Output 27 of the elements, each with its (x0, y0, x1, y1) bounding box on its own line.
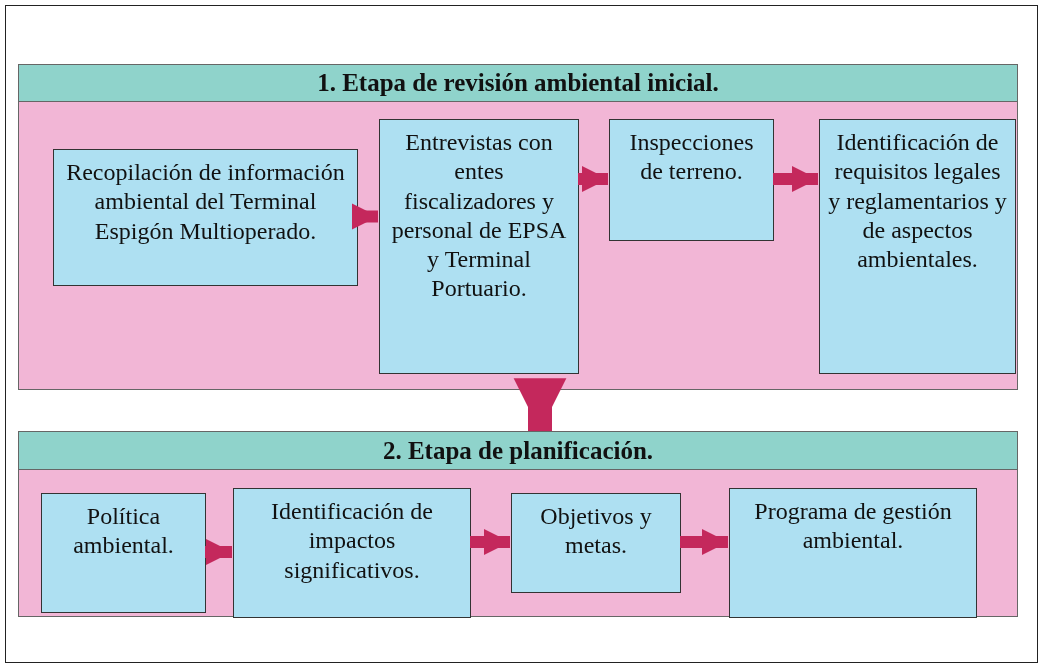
box-text: Entrevistas con entes fiscalizadores y personal de EPSA y Terminal Portuario. (390, 128, 568, 304)
box-text: Identificación de impactos significativos. (270, 497, 434, 585)
stage-panel (18, 431, 1018, 617)
box-text: Programa de gestión ambiental. (753, 497, 953, 556)
process-box (819, 119, 1016, 374)
box-text: Identificación de requisitos legales y reglamentarios y de aspectos ambientales. (827, 128, 1008, 275)
box-text: Política ambiental. (72, 502, 175, 561)
block-arrow (578, 165, 608, 193)
process-box (729, 488, 977, 618)
block-arrow (513, 378, 567, 431)
block-arrow (470, 528, 510, 556)
process-box (53, 149, 358, 286)
block-arrow (205, 538, 232, 566)
box-text: Recopilación de información ambiental del Terminal Espigón Multioperado. (65, 158, 346, 246)
process-box (41, 493, 206, 613)
process-box (511, 493, 681, 593)
block-arrow (773, 165, 818, 193)
process-box (233, 488, 471, 618)
process-box (379, 119, 579, 374)
block-arrow (680, 528, 728, 556)
box-text: Objetivos y metas. (539, 502, 653, 561)
stage-heading: 1. Etapa de revisión ambiental inicial. (19, 65, 1017, 102)
process-box (609, 119, 774, 241)
stage-heading: 2. Etapa de planificación. (19, 432, 1017, 470)
block-arrow (351, 203, 378, 230)
stage-panel (18, 64, 1018, 390)
box-text: Inspecciones de terreno. (628, 128, 755, 187)
